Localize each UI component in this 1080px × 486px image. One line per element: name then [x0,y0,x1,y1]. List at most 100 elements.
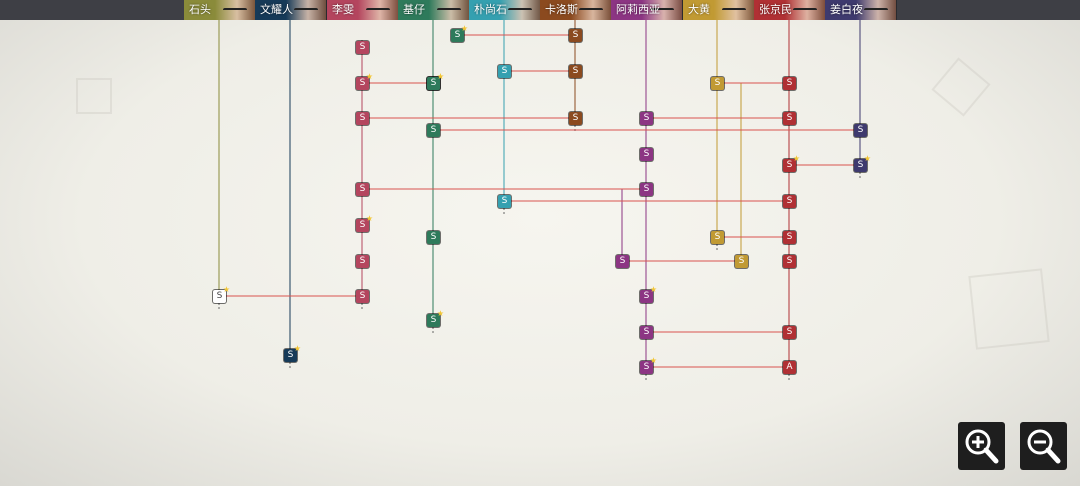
character-tab[interactable]: 姜白夜 [825,0,897,20]
zoom-out-icon [1027,429,1061,464]
event-node[interactable]: S [640,183,653,196]
rank-label: S [857,125,864,135]
rank-label: S [430,78,437,88]
rank-label: S [359,113,366,123]
event-node[interactable]: S [569,65,582,78]
event-node[interactable]: S [616,255,629,268]
rank-label: S [572,113,579,123]
star-icon: ★ [436,72,444,81]
zoom-in-button[interactable] [958,422,1005,470]
event-node[interactable]: S [783,255,796,268]
event-node[interactable]: S★ [783,155,800,172]
event-node[interactable]: S★ [356,215,373,232]
event-node[interactable]: S [498,65,511,78]
rank-label: S [359,78,366,88]
rank-label: S [643,291,650,301]
star-icon: ★ [649,285,657,294]
portrait-eyes [793,8,817,13]
portrait-eyes [294,8,318,13]
rank-label: S [786,327,793,337]
star-icon: ★ [222,285,230,294]
character-bar: 石头文耀人李雯 基仔朴尚石卡洛斯 阿莉西亚 大黄 张京民 姜白夜 [0,0,1080,20]
character-name: 张京民 [759,3,792,16]
event-node[interactable]: S★ [640,357,657,374]
rank-label: S [572,30,579,40]
event-node[interactable]: S★ [640,286,657,303]
character-tab[interactable]: 朴尚石 [469,0,541,20]
portrait-eyes [366,8,390,13]
event-node[interactable]: S [783,231,796,244]
event-node[interactable]: S [783,77,796,90]
portrait-eyes [864,8,888,13]
event-node[interactable]: S [711,77,724,90]
event-node[interactable]: S [735,255,748,268]
star-icon: ★ [293,344,301,353]
event-node[interactable]: S★ [213,286,230,303]
portrait-eyes [437,8,461,13]
event-node[interactable]: A [783,361,796,374]
character-tab[interactable]: 基仔 [398,0,470,20]
event-node[interactable]: S [783,112,796,125]
character-tab[interactable]: 张京民 [754,0,826,20]
character-tab[interactable]: 文耀人 [255,0,327,20]
event-node[interactable]: S★ [854,155,871,172]
event-node[interactable]: S [783,195,796,208]
event-node[interactable]: S [356,183,369,196]
event-node[interactable]: S [640,112,653,125]
zoom-out-button[interactable] [1020,422,1067,470]
rank-label: S [501,66,508,76]
event-node[interactable]: S [356,290,369,303]
star-icon: ★ [792,154,800,163]
character-tab[interactable]: 大黄 [683,0,755,20]
character-tab[interactable]: 石头 [184,0,256,20]
character-portrait [714,0,754,20]
event-node[interactable]: S [854,124,867,137]
character-name: 李雯 [332,3,354,16]
rank-label: S [359,184,366,194]
event-node[interactable]: S [356,255,369,268]
star-icon: ★ [436,72,444,81]
portrait-eyes [508,8,532,13]
event-node[interactable]: S★ [356,73,373,90]
event-node[interactable]: S [711,231,724,244]
event-node[interactable]: S★ [427,310,444,327]
rank-label: S [216,291,223,301]
event-node[interactable]: S [427,231,440,244]
zoom-in-icon [965,429,999,464]
rank-label: S [714,232,721,242]
event-node[interactable]: S [569,29,582,42]
star-icon: ★ [863,154,871,163]
event-node[interactable]: S [498,195,511,208]
rank-label: S [643,184,650,194]
character-name: 大黄 [688,3,710,16]
rank-label: S [454,30,461,40]
event-node[interactable]: S [427,124,440,137]
event-node[interactable]: S★ [427,73,444,90]
rank-label: S [430,232,437,242]
event-node[interactable]: S [569,112,582,125]
rank-label: S [359,256,366,266]
rank-label: S [619,256,626,266]
character-tab[interactable]: 阿莉西亚 [611,0,683,20]
rank-label: S [430,125,437,135]
rank-label: S [501,196,508,206]
event-node[interactable]: S [356,41,369,54]
character-portrait [358,0,398,20]
rank-label: S [786,256,793,266]
character-tab[interactable]: 李雯 [327,0,399,20]
rank-label: S [738,256,745,266]
event-node[interactable]: S [783,326,796,339]
character-portrait [500,0,540,20]
star-icon: ★ [649,356,657,365]
event-node[interactable]: S [640,148,653,161]
event-node[interactable]: S [640,326,653,339]
event-node[interactable]: S★ [451,25,468,42]
character-tab[interactable]: 卡洛斯 [540,0,612,20]
rank-label: S [786,232,793,242]
character-name: 阿莉西亚 [616,3,660,16]
character-portrait [429,0,469,20]
character-name: 卡洛斯 [545,3,578,16]
event-node[interactable]: S [356,112,369,125]
event-node[interactable]: S★ [284,345,301,362]
